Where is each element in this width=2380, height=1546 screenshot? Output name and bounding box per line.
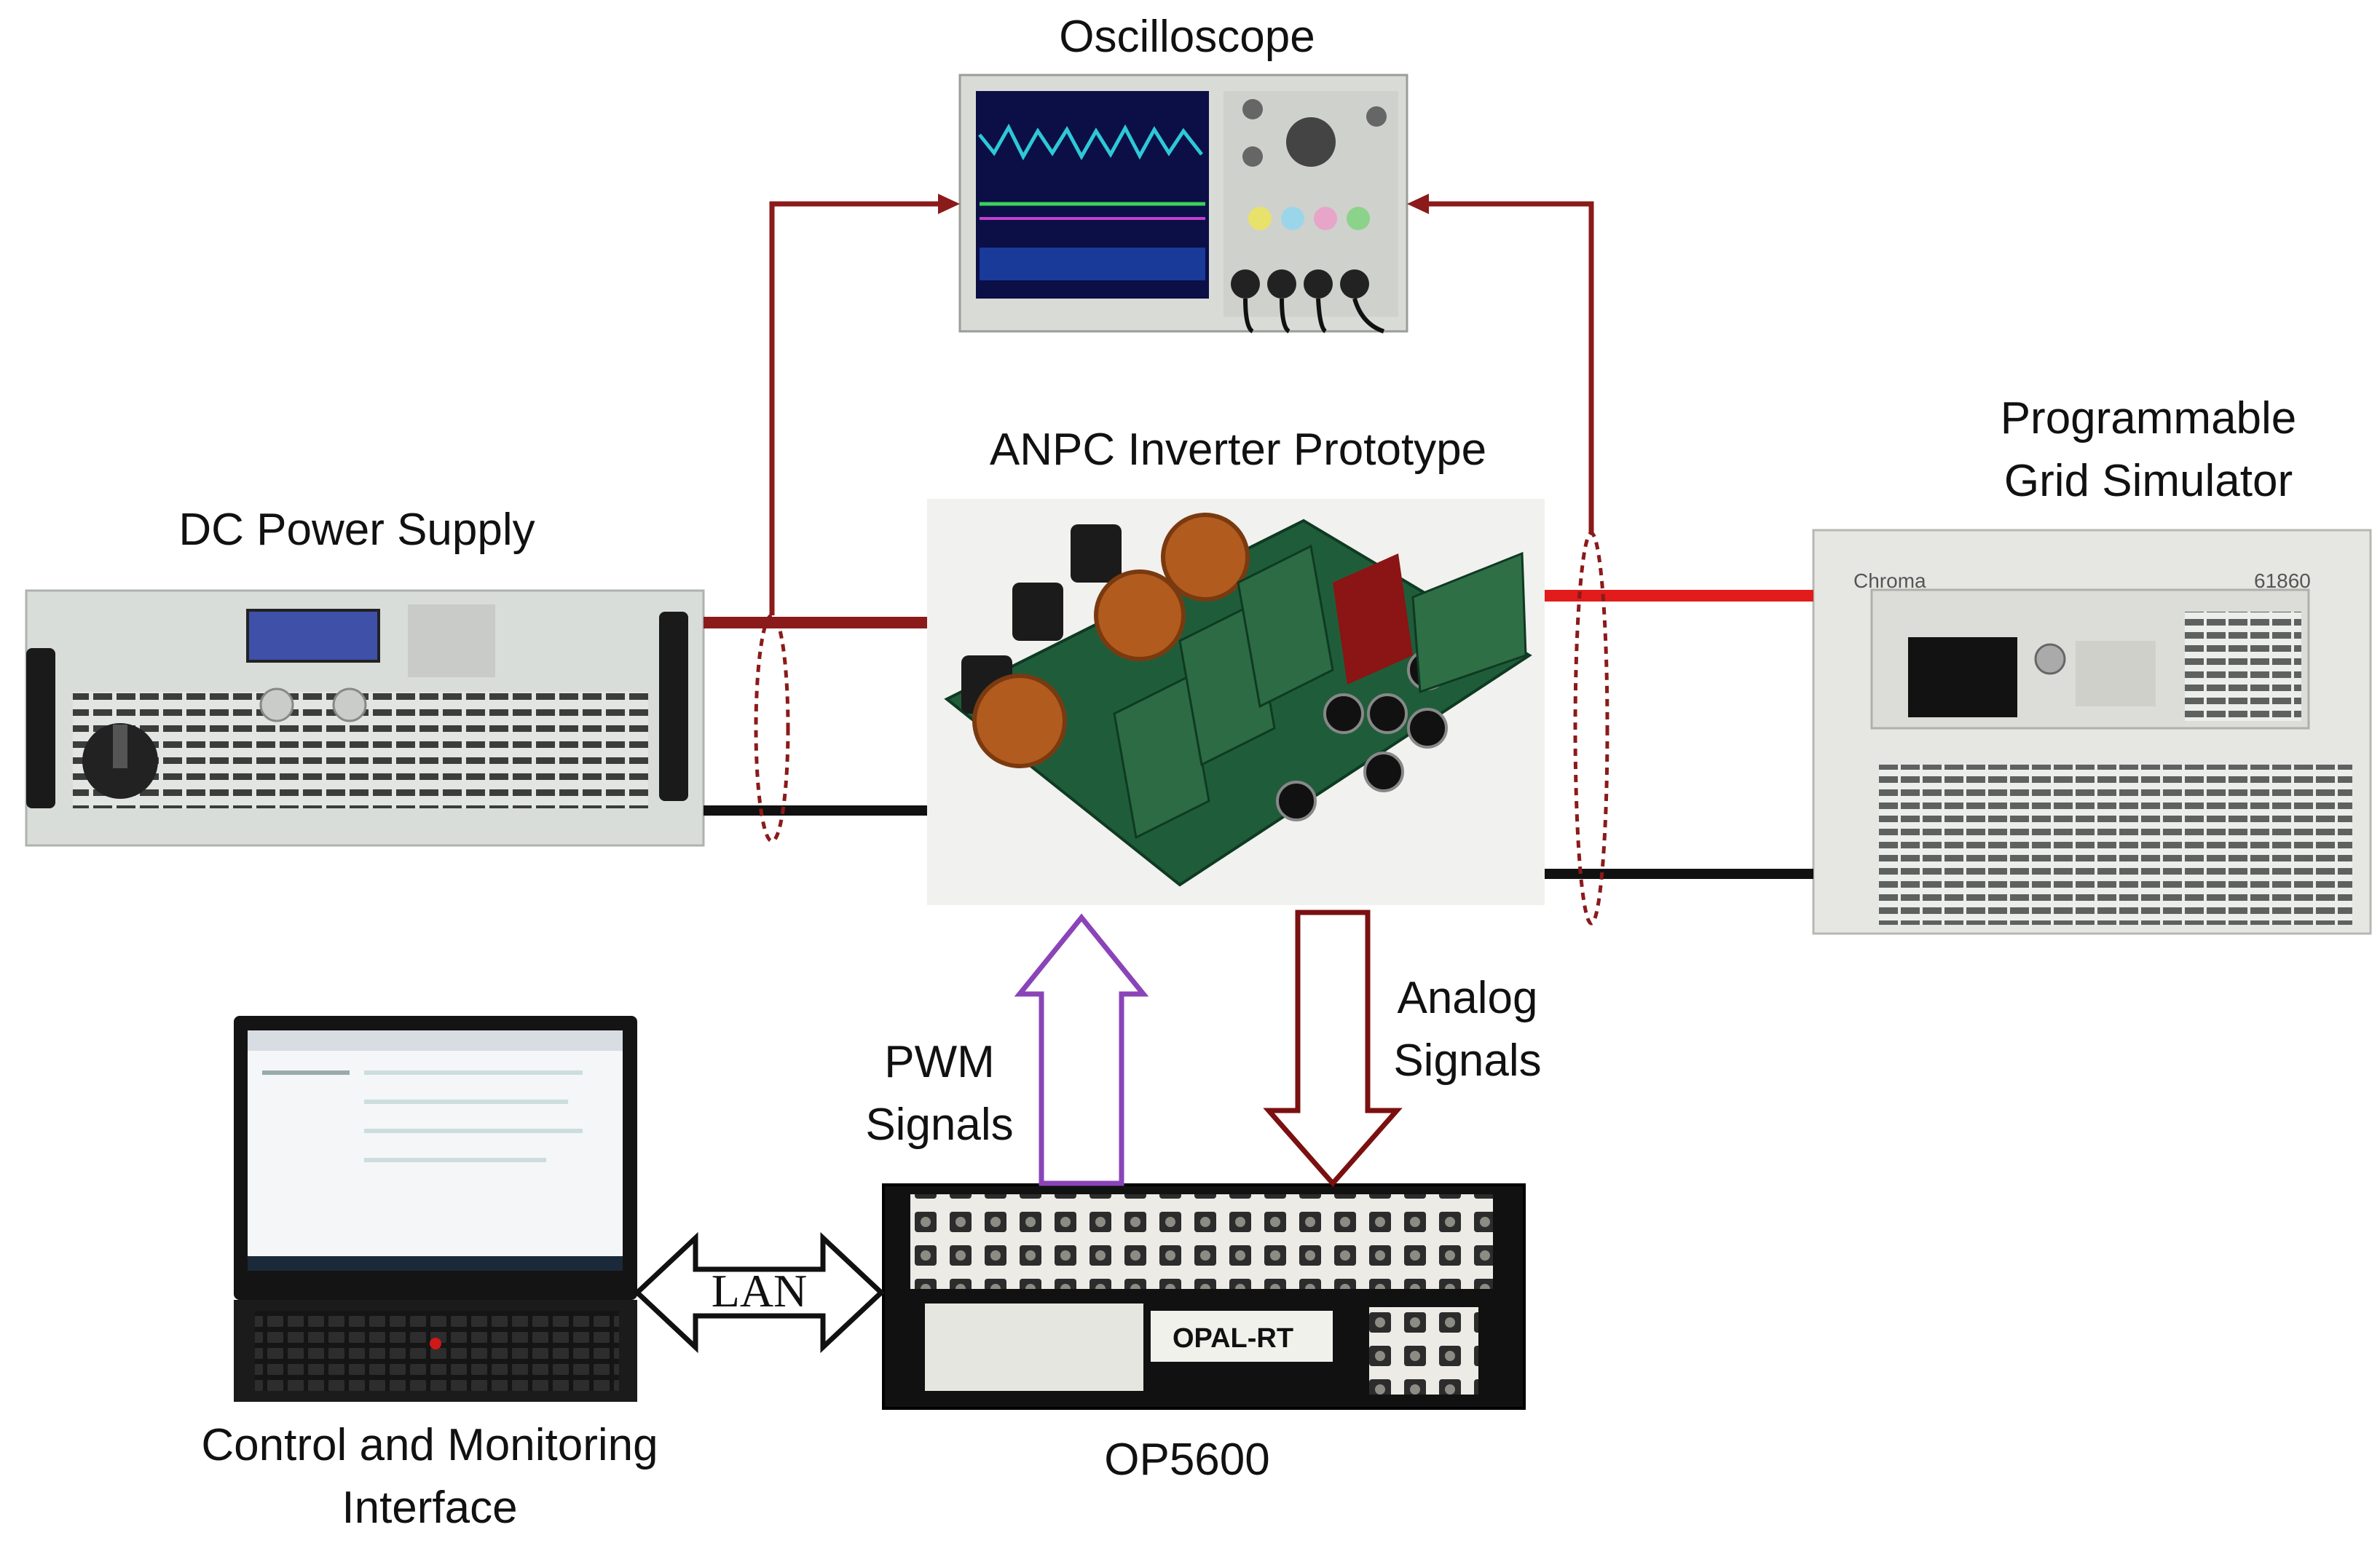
oscilloscope-label: Oscilloscope	[1059, 12, 1315, 62]
grid-simulator-model: 61860	[2254, 569, 2311, 592]
laptop-screen	[248, 1030, 623, 1271]
oscilloscope-image	[958, 74, 1408, 334]
op5600-label: OP5600	[1104, 1435, 1270, 1485]
op5600-image: OPAL-RT	[882, 1183, 1526, 1410]
analog-signals-label-line1: Analog	[1397, 973, 1538, 1023]
anpc-inverter-image	[927, 499, 1545, 905]
grid-simulator-label-line2: Grid Simulator	[2003, 456, 2293, 506]
ac-measurement-arrowhead	[1407, 194, 1429, 214]
inverter-label: ANPC Inverter Prototype	[989, 425, 1487, 475]
dc-measurement-line	[769, 201, 950, 615]
grid-simulator-image: Chroma 61860	[1812, 529, 2372, 935]
dc-measurement-arrowhead	[938, 194, 960, 214]
dc-power-supply-image	[25, 589, 705, 847]
oscilloscope-waveform	[978, 123, 1203, 161]
dc-power-supply-label: DC Power Supply	[178, 505, 535, 555]
grid-simulator-brand: Chroma	[1853, 569, 1926, 592]
lan-arrow	[633, 1231, 886, 1354]
pwm-signals-label-line2: Signals	[865, 1100, 1014, 1150]
lan-label: LAN	[711, 1265, 808, 1317]
op5600-brand: OPAL-RT	[1173, 1323, 1293, 1354]
control-interface-label-line2: Interface	[342, 1483, 518, 1533]
grid-simulator-label-line1: Programmable	[2000, 393, 2297, 443]
grid-simulator-screen	[1908, 637, 2017, 717]
pwm-signals-arrow	[1014, 913, 1149, 1186]
analog-signals-arrow	[1263, 910, 1403, 1188]
ac-measurement-line	[1416, 201, 1594, 533]
pwm-signals-label-line1: PWM	[884, 1037, 995, 1087]
control-interface-label-line1: Control and Monitoring	[201, 1420, 658, 1470]
laptop-image	[234, 1016, 637, 1402]
analog-signals-label-line2: Signals	[1393, 1036, 1542, 1086]
dc-probe-ellipse	[754, 613, 790, 843]
dc-supply-display	[246, 609, 380, 663]
